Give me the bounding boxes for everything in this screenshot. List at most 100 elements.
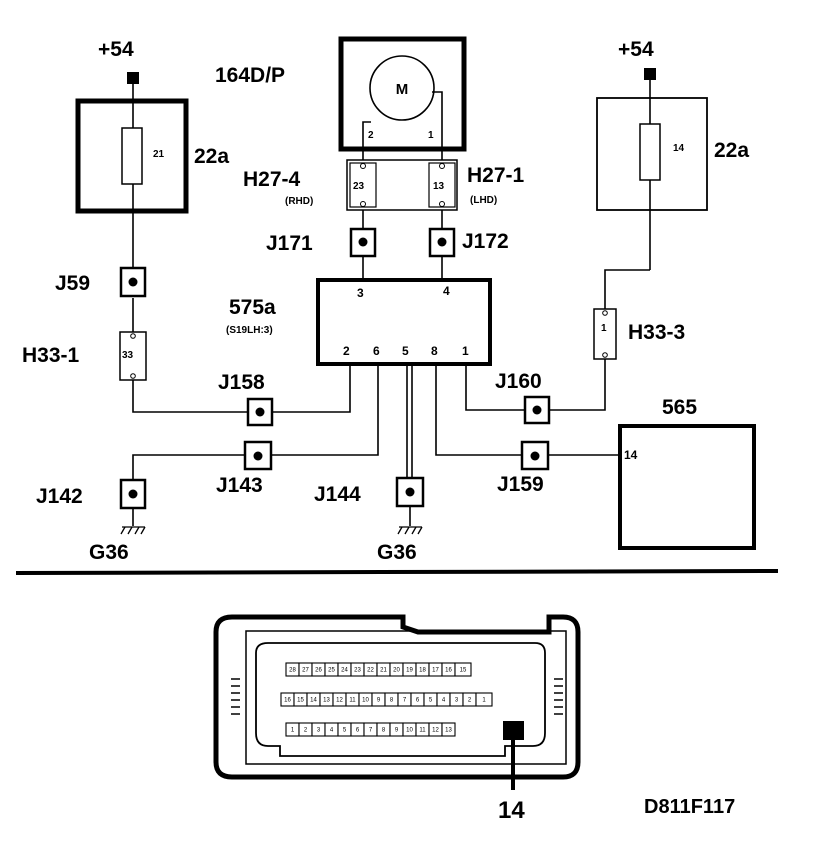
- ground-center-label: G36: [377, 541, 417, 564]
- module-pin-bottom-3: 5: [402, 344, 409, 358]
- fuse-left-label: 22a: [194, 145, 229, 168]
- module-note: (S19LH:3): [226, 325, 273, 336]
- connector-pin-label: 15: [297, 698, 304, 704]
- ground-symbol-left: [120, 526, 146, 535]
- j142-label: J142: [36, 485, 83, 508]
- ecu-565-box: [618, 424, 756, 550]
- h27-left-pin: 23: [353, 181, 365, 192]
- connector-pin-cell: [475, 692, 493, 707]
- connector-pin-label: 23: [354, 668, 361, 674]
- connector-pin-label: 13: [445, 728, 452, 734]
- h27-right-note: (LHD): [470, 195, 497, 206]
- connector-pin-label: 8: [382, 728, 386, 734]
- section-divider: [15, 569, 779, 575]
- connector-pin-label: 10: [406, 728, 413, 734]
- connector-pin-label: 2: [468, 698, 472, 704]
- j158-label: J158: [218, 371, 265, 394]
- supply-right-terminal: [644, 68, 656, 80]
- h27-right-pin: 13: [433, 181, 445, 192]
- h33-1-label: H33-1: [22, 344, 80, 367]
- module-pin-bottom-5: 1: [462, 344, 469, 358]
- connector-pin-label: 16: [445, 668, 452, 674]
- motor-label: 164D/P: [215, 64, 285, 87]
- connector-pin-label: 1: [291, 728, 295, 734]
- connector-pin-label: 13: [323, 698, 330, 704]
- connector-pin-label: 22: [367, 668, 374, 674]
- junction-j158: [246, 397, 274, 427]
- connector-pin-label: 9: [377, 698, 381, 704]
- connector-pin-label: 16: [284, 698, 291, 704]
- connector-pin-label: 6: [356, 728, 360, 734]
- fuse-element-left: [121, 127, 143, 185]
- supply-left-label: +54: [98, 38, 134, 61]
- callout-label: 14: [498, 797, 525, 824]
- module-pin-bottom-1: 2: [343, 344, 350, 358]
- connector-pin-label: 5: [429, 698, 433, 704]
- fuse-right-pin: 14: [673, 143, 685, 154]
- connector-pin-label: 24: [341, 668, 348, 674]
- connector-pin-label: 3: [317, 728, 321, 734]
- connector-pin-label: 4: [330, 728, 334, 734]
- module-pin-bottom-2: 6: [373, 344, 380, 358]
- connector-pin-label: 26: [315, 668, 322, 674]
- connector-pin-label: 25: [328, 668, 335, 674]
- connector-pin-label: 7: [369, 728, 373, 734]
- connector-pin-label: 17: [432, 668, 439, 674]
- ecu-label: 565: [662, 396, 697, 419]
- junction-j144: [395, 476, 425, 508]
- module-label: 575a: [229, 296, 276, 319]
- j171-label: J171: [266, 232, 313, 255]
- fuse-right-label: 22a: [714, 139, 749, 162]
- junction-j59: [119, 266, 147, 298]
- j143-label: J143: [216, 474, 263, 497]
- motor-symbol: [369, 55, 435, 121]
- module-pin-bottom-4: 8: [431, 344, 438, 358]
- junction-j171: [349, 227, 377, 258]
- h33-1-pin: 33: [122, 350, 134, 361]
- connector-pin-label: 27: [302, 668, 309, 674]
- connector-h33-1: [119, 331, 147, 381]
- junction-j160: [523, 395, 551, 425]
- motor-pin-left: 2: [368, 130, 374, 141]
- connector-pin-label: 19: [406, 668, 413, 674]
- supply-right-label: +54: [618, 38, 654, 61]
- j172-label: J172: [462, 230, 509, 253]
- fuse-element-right: [639, 123, 661, 181]
- connector-pin-label: 11: [419, 728, 426, 734]
- h27-right-label: H27-1: [467, 164, 525, 187]
- highlighted-pin-14: [503, 721, 524, 740]
- connector-pin-label: 4: [442, 698, 446, 704]
- h27-left-note: (RHD): [285, 196, 313, 207]
- connector-pin-label: 10: [362, 698, 369, 704]
- connector-pin-cell: [454, 662, 472, 677]
- junction-j142: [119, 478, 147, 510]
- connector-pin-label: 3: [455, 698, 459, 704]
- connector-pin-label: 5: [343, 728, 347, 734]
- connector-pin-label: 1: [482, 698, 486, 704]
- connector-pin-label: 15: [460, 668, 467, 674]
- connector-h33-3: [593, 308, 617, 360]
- connector-pin-label: 18: [419, 668, 426, 674]
- fuse-left-pin: 21: [153, 149, 165, 160]
- connector-pin-label: 12: [432, 728, 439, 734]
- connector-pin-label: 28: [289, 668, 296, 674]
- h27-left-label: H27-4: [243, 168, 301, 191]
- connector-pin-label: 12: [336, 698, 343, 704]
- figure-code: D811F117: [644, 796, 735, 818]
- j160-label: J160: [495, 370, 542, 393]
- motor-symbol-letter: M: [396, 81, 409, 98]
- connector-pin-label: 7: [403, 698, 407, 704]
- module-pin-4: 4: [443, 284, 450, 298]
- motor-pin-right: 1: [428, 130, 434, 141]
- connector-pin-label: 8: [390, 698, 394, 704]
- supply-left-terminal: [127, 72, 139, 84]
- junction-j143: [243, 440, 273, 471]
- ecu-pin: 14: [624, 448, 638, 462]
- connector-pin-label: 6: [416, 698, 420, 704]
- h33-3-pin: 1: [601, 323, 607, 334]
- h33-3-label: H33-3: [628, 321, 685, 344]
- connector-pin-label: 9: [395, 728, 399, 734]
